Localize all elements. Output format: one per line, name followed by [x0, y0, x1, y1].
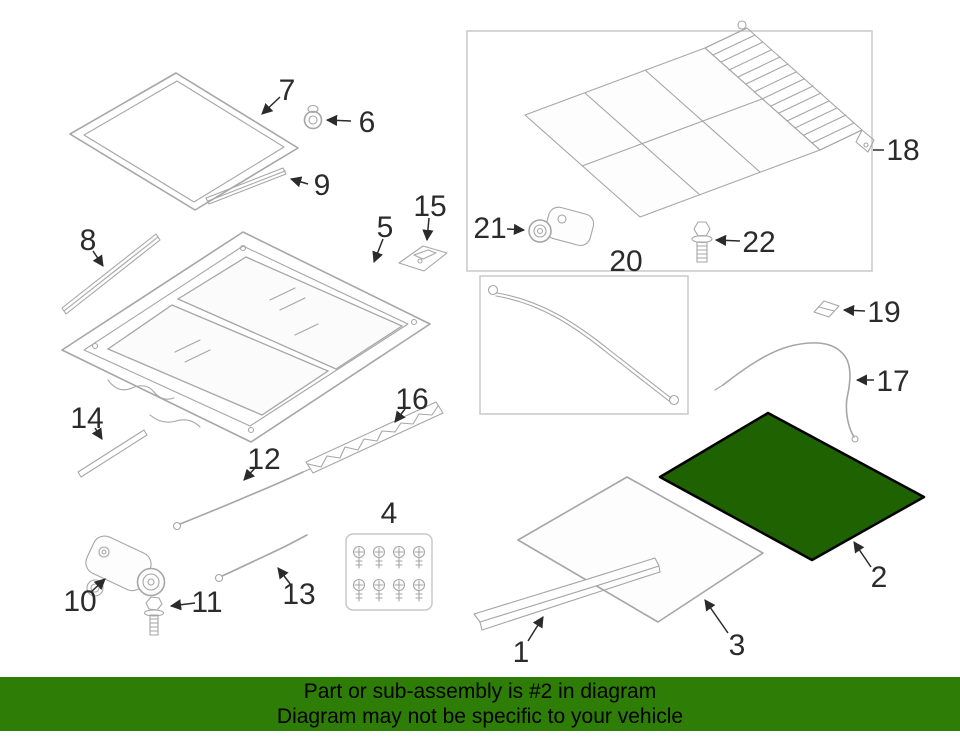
part-5-leader — [372, 238, 384, 264]
part-9-leader — [289, 176, 309, 188]
part-15-bracket — [398, 245, 448, 272]
part-17-hose — [714, 342, 859, 443]
part-16-leader — [394, 408, 406, 423]
part-11-bolt — [143, 596, 165, 636]
part-label-22: 22 — [742, 226, 775, 259]
part-22-leader — [714, 234, 741, 247]
part-label-1: 1 — [513, 636, 530, 669]
part-8-strip — [61, 233, 161, 315]
banner-line-2: Diagram may not be specific to your vehi… — [276, 705, 684, 728]
part-15-leader — [422, 217, 434, 242]
part-label-19: 19 — [867, 296, 900, 329]
part-16-rail — [305, 401, 444, 474]
highlight-banner: Part or sub-assembly is #2 in diagram Di… — [0, 677, 960, 731]
part-10-leader — [90, 578, 106, 593]
part-9-strip — [205, 167, 287, 205]
part-7-leader — [261, 96, 281, 115]
part-5-frame — [61, 231, 431, 443]
part-label-8: 8 — [80, 224, 97, 257]
part-4-screw-kit — [345, 533, 433, 611]
part-1-deflector — [473, 557, 661, 631]
part-18-sunshade — [524, 20, 875, 218]
screws — [352, 545, 426, 602]
part-21-motor — [528, 206, 595, 247]
part-1-leader — [527, 616, 544, 642]
part-2-leader — [853, 541, 872, 568]
leader-lines — [90, 96, 884, 642]
part-label-10: 10 — [63, 585, 96, 618]
part-12-leader — [243, 467, 256, 481]
part-label-13: 13 — [282, 578, 315, 611]
part-14-leader — [91, 427, 103, 440]
part-label-18: 18 — [886, 134, 919, 167]
banner-line-1: Part or sub-assembly is #2 in diagram — [303, 680, 657, 703]
part-labels: 1 2 3 4 5 6 7 8 9 10 11 12 13 14 15 16 1… — [63, 74, 919, 669]
part-20-cable — [487, 284, 680, 406]
part-6-grommet — [303, 104, 323, 130]
accordion-fold-lines — [704, 27, 863, 151]
subassembly-box-18 — [466, 30, 873, 272]
part-3-panel — [517, 476, 764, 623]
part-19-leader — [842, 304, 866, 317]
part-10-motor — [85, 535, 166, 597]
part-2-shape — [658, 411, 926, 562]
part-label-21: 21 — [473, 212, 506, 245]
part-label-3: 3 — [729, 629, 746, 662]
part-7-seal — [69, 72, 299, 211]
part-2-highlighted-glass — [658, 411, 926, 562]
part-label-7: 7 — [279, 74, 296, 107]
part-21-leader — [506, 223, 526, 236]
part-6-leader — [325, 114, 352, 127]
part-12-rod — [172, 468, 311, 531]
part-14-strip — [77, 429, 148, 478]
part-label-14: 14 — [70, 402, 103, 435]
part-label-15: 15 — [413, 190, 446, 223]
part-3-leader — [704, 599, 729, 634]
part-13-leader — [277, 567, 292, 586]
part-label-20: 20 — [609, 245, 642, 278]
part-label-16: 16 — [395, 383, 428, 416]
part-label-5: 5 — [377, 211, 394, 244]
part-label-17: 17 — [876, 365, 909, 398]
part-8-leader — [92, 250, 104, 267]
part-22-bolt — [691, 221, 713, 263]
part-label-12: 12 — [247, 443, 280, 476]
parts-diagram-svg: 1 2 3 4 5 6 7 8 9 10 11 12 13 14 15 16 1… — [61, 20, 926, 669]
part-19-clip — [813, 300, 840, 318]
part-label-9: 9 — [314, 169, 331, 202]
part-11-leader — [169, 599, 196, 611]
part-label-4: 4 — [381, 497, 398, 530]
part-label-2: 2 — [871, 561, 888, 594]
part-label-6: 6 — [359, 106, 376, 139]
part-13-rod — [214, 534, 308, 583]
part-label-11: 11 — [191, 586, 222, 619]
subassembly-box-20 — [479, 275, 689, 415]
